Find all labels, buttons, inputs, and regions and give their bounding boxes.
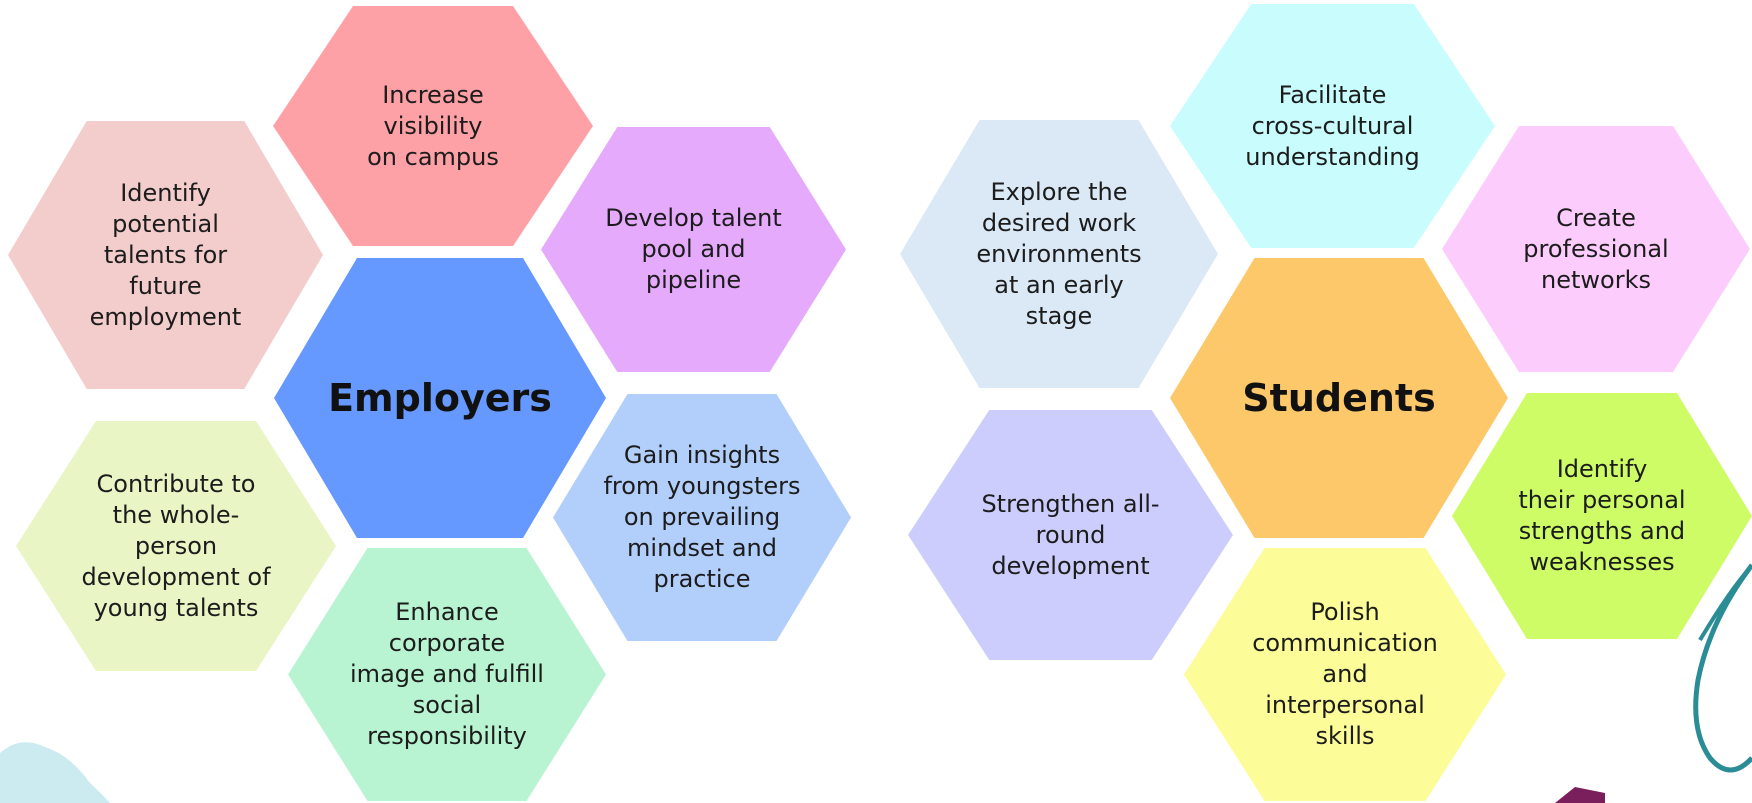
hex-strengthen-development: Strengthen all- round development <box>908 410 1233 660</box>
hex-increase-visibility: Increase visibility on campus <box>273 6 593 246</box>
hex-label: Gain insights from youngsters on prevail… <box>603 441 801 593</box>
hex-create-professional-networks: Create professional networks <box>1442 126 1750 372</box>
hex-label: Create professional networks <box>1523 203 1669 294</box>
hex-students-center: Students <box>1170 258 1508 538</box>
hex-employers-center: Employers <box>274 258 606 538</box>
hex-label: Increase visibility on campus <box>367 80 499 171</box>
students-title: Students <box>1242 376 1436 420</box>
hex-explore-work-environments: Explore the desired work environments at… <box>900 120 1218 388</box>
hex-facilitate-cross-cultural: Facilitate cross-cultural understanding <box>1170 4 1495 248</box>
hex-polish-communication: Polish communication and interpersonal s… <box>1184 548 1506 801</box>
hex-develop-talent-pool: Develop talent pool and pipeline <box>541 127 846 372</box>
decorative-book-icon <box>1555 787 1605 803</box>
employers-title: Employers <box>328 376 552 420</box>
decorative-swirl-icon <box>1693 563 1752 773</box>
hex-label: Explore the desired work environments at… <box>976 177 1142 330</box>
hex-enhance-corporate-image: Enhance corporate image and fulfill soci… <box>288 548 606 801</box>
hex-label: Polish communication and interpersonal s… <box>1252 598 1438 750</box>
hex-label: Identify their personal strengths and we… <box>1518 455 1686 576</box>
hex-label: Contribute to the whole- person developm… <box>81 469 271 622</box>
hex-label: Develop talent pool and pipeline <box>605 204 782 294</box>
hex-gain-insights: Gain insights from youngsters on prevail… <box>553 394 851 641</box>
hex-label: Identify potential talents for future em… <box>89 178 242 331</box>
hex-identify-strengths: Identify their personal strengths and we… <box>1452 393 1752 639</box>
decorative-watercolor-shape <box>0 742 110 803</box>
hex-label: Enhance corporate image and fulfill soci… <box>350 598 544 750</box>
hex-contribute-development: Contribute to the whole- person developm… <box>16 421 336 671</box>
hex-identify-potential-talents: Identify potential talents for future em… <box>8 121 323 389</box>
hex-label: Strengthen all- round development <box>981 489 1160 580</box>
hex-label: Facilitate cross-cultural understanding <box>1245 80 1420 171</box>
